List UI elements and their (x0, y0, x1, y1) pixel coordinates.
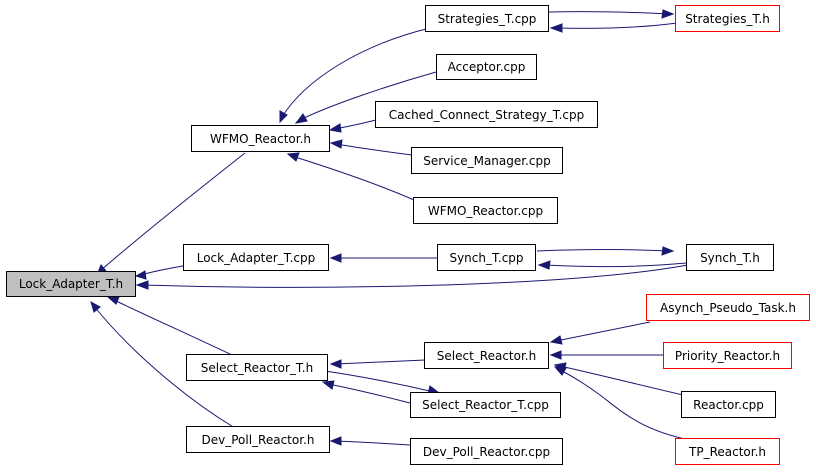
node-cached-connect-strategy-t-cpp[interactable]: Cached_Connect_Strategy_T.cpp (375, 101, 598, 128)
node-lock-adapter-t-h: Lock_Adapter_T.h (6, 271, 136, 297)
node-select-reactor-h[interactable]: Select_Reactor.h (424, 342, 549, 369)
edge-asynch-pseudo-task-to-select-reactor-h (549, 321, 651, 345)
node-tp-reactor-h[interactable]: TP_Reactor.h (675, 438, 780, 465)
edge-synch-h-to-synch-cpp (537, 260, 687, 270)
edge-select-reactor-t-h-to-select-reactor-t-cpp (317, 369, 441, 395)
edge-select-reactor-t-h-to-lock-adapter-h (106, 296, 233, 356)
node-dev-poll-reactor-cpp[interactable]: Dev_Poll_Reactor.cpp (410, 438, 563, 465)
edge-dev-poll-cpp-to-dev-poll-h (329, 436, 411, 446)
edge-synch-cpp-to-synch-h (536, 246, 675, 256)
node-priority-reactor-h[interactable]: Priority_Reactor.h (663, 342, 792, 369)
edge-select-reactor-t-cpp-to-select-reactor-t-h (321, 380, 423, 407)
edge-synch-h-to-lock-adapter-h (135, 264, 689, 290)
edge-cached-connect-cpp-to-wfmo-reactor-h (328, 119, 377, 133)
edge-strategies-cpp-to-wfmo-reactor-h (279, 27, 431, 124)
edge-service-manager-cpp-to-wfmo-reactor-h (329, 139, 413, 156)
node-select-reactor-t-cpp[interactable]: Select_Reactor_T.cpp (410, 392, 561, 418)
edge-wfmo-reactor-cpp-to-wfmo-reactor-h (286, 152, 415, 201)
node-service-manager-cpp[interactable]: Service_Manager.cpp (411, 147, 563, 174)
node-asynch-pseudo-task-h[interactable]: Asynch_Pseudo_Task.h (646, 294, 810, 321)
node-select-reactor-t-h[interactable]: Select_Reactor_T.h (186, 354, 328, 381)
edge-synch-cpp-to-lock-adapter-cpp (329, 253, 437, 263)
edge-lock-adapter-cpp-to-lock-adapter-h (134, 265, 184, 280)
edge-strategies-cpp-to-strategies-h (548, 9, 675, 19)
node-acceptor-cpp[interactable]: Acceptor.cpp (436, 54, 537, 80)
edge-acceptor-cpp-to-wfmo-reactor-h (294, 71, 437, 124)
node-wfmo-reactor-h[interactable]: WFMO_Reactor.h (191, 125, 330, 152)
node-synch-t-cpp[interactable]: Synch_T.cpp (437, 244, 536, 271)
edge-strategies-h-to-strategies-cpp (549, 22, 678, 33)
node-strategies-t-cpp[interactable]: Strategies_T.cpp (425, 5, 549, 32)
node-lock-adapter-t-cpp[interactable]: Lock_Adapter_T.cpp (183, 244, 329, 271)
node-dev-poll-reactor-h[interactable]: Dev_Poll_Reactor.h (186, 426, 330, 453)
edge-tp-reactor-to-select-reactor-h (553, 366, 691, 441)
edge-select-reactor-h-to-select-reactor-t-h (329, 359, 426, 369)
node-wfmo-reactor-cpp[interactable]: WFMO_Reactor.cpp (413, 197, 558, 224)
node-strategies-t-h[interactable]: Strategies_T.h (675, 5, 780, 32)
edge-dev-poll-reactor-h-to-lock-adapter-h (90, 300, 236, 429)
node-reactor-cpp[interactable]: Reactor.cpp (681, 391, 776, 418)
node-synch-t-h[interactable]: Synch_T.h (686, 244, 774, 271)
edge-priority-reactor-to-select-reactor-h (549, 350, 664, 360)
